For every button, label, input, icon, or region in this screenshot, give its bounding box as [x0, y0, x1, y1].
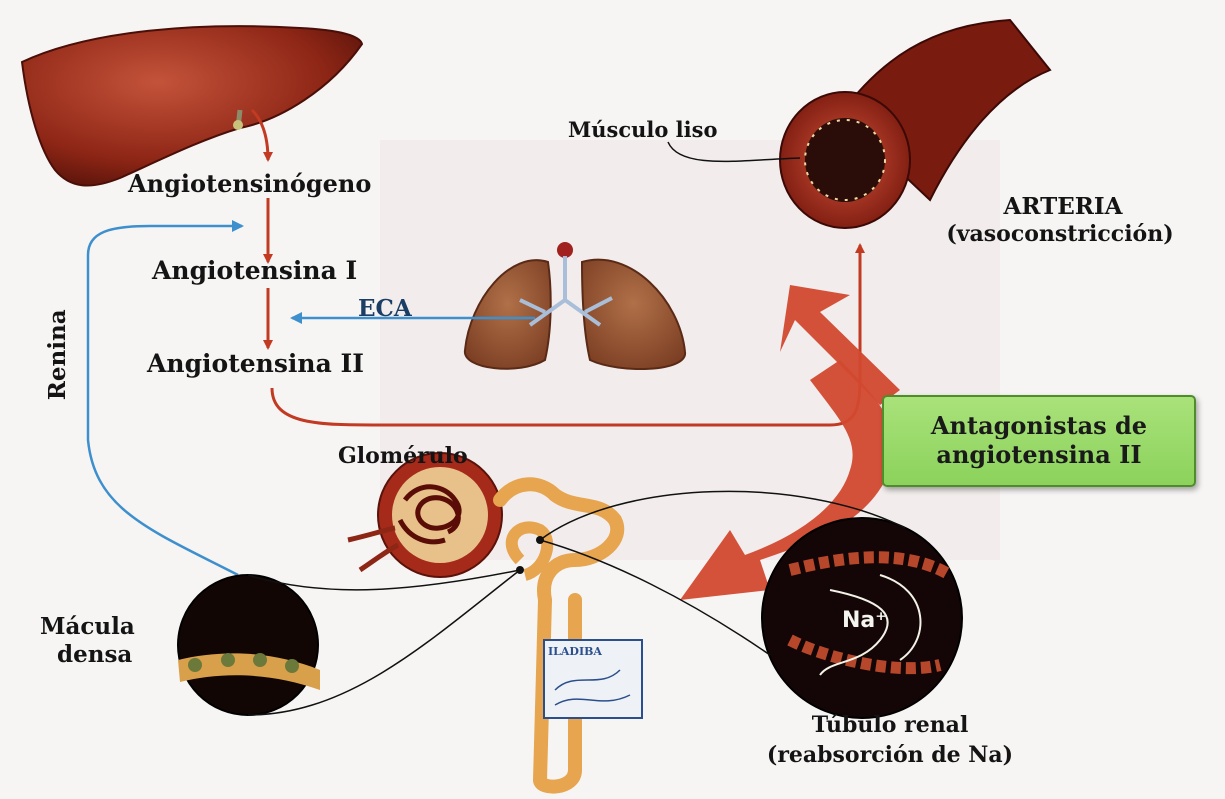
label-macula: Mácula — [40, 614, 135, 640]
label-angiotensina-ii: Angiotensina II — [147, 350, 364, 379]
glomerulus-illustration — [348, 453, 502, 577]
connector-macula-top — [248, 570, 520, 590]
label-angiotensina-i: Angiotensina I — [152, 257, 357, 286]
label-reabsorcion: (reabsorción de Na) — [720, 743, 1060, 768]
label-eca: ECA — [358, 296, 412, 322]
label-musculo-liso: Músculo liso — [568, 118, 717, 142]
label-arteria: ARTERIA — [963, 194, 1163, 220]
label-glomerulo: Glomérulo — [338, 444, 468, 469]
label-densa: densa — [57, 642, 132, 668]
antagonistas-label: Antagonistas de angiotensina II — [931, 412, 1147, 470]
label-tubulo-renal: Túbulo renal — [760, 713, 1020, 738]
label-iladiba-stamp: ILADIBA — [548, 646, 602, 659]
label-angiotensinogeno: Angiotensinógeno — [128, 170, 371, 198]
label-na-ion: Na⁺ — [842, 608, 887, 633]
liver-illustration — [22, 26, 362, 185]
connector-dot-2 — [516, 566, 524, 574]
antagonistas-box: Antagonistas de angiotensina II — [882, 395, 1196, 487]
label-renina: Renina — [45, 310, 71, 400]
label-vasoconstriccion: (vasoconstricción) — [910, 222, 1210, 247]
macula-densa-inset — [178, 575, 320, 715]
connector-dot-1 — [536, 536, 544, 544]
